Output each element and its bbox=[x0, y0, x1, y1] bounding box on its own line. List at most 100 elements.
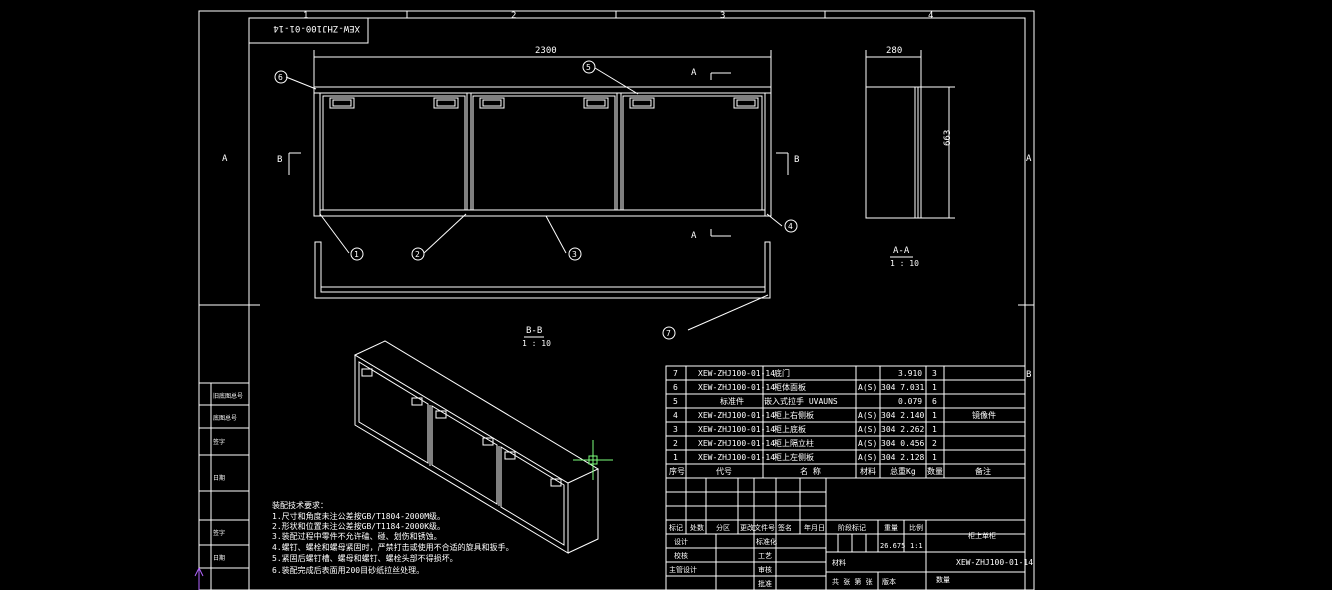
bom-cell-material: A(S) bbox=[858, 411, 877, 420]
section-marker-a-bottom: A bbox=[691, 231, 697, 241]
bom-cell-weight: 304 7.031 bbox=[881, 383, 925, 392]
bom-cell-name: 柜上底板 bbox=[774, 424, 806, 434]
section-aa-title: A-A bbox=[893, 246, 910, 256]
section-marker-b-right: B bbox=[794, 155, 799, 165]
zone-number-3: 3 bbox=[720, 11, 725, 21]
side-view-a-a[interactable] bbox=[865, 50, 955, 258]
bom-cell-no: 4 bbox=[673, 411, 678, 420]
front-view[interactable] bbox=[313, 86, 772, 217]
balloon-5-text: 5 bbox=[586, 63, 591, 72]
tb-standardize: 标准化 bbox=[756, 537, 777, 546]
tb-chief-design: 主管设计 bbox=[669, 565, 697, 574]
handle-icon bbox=[479, 97, 505, 109]
bom-cell-name: 柜上右侧板 bbox=[774, 410, 814, 420]
balloon-2 bbox=[411, 247, 425, 261]
left-strip-label: 日期 bbox=[213, 474, 225, 482]
bom-header-material: 材料 bbox=[860, 466, 876, 476]
handle-icon bbox=[435, 410, 447, 419]
leader-line bbox=[545, 215, 567, 254]
bom-cell-weight: 3.910 bbox=[898, 369, 922, 378]
balloon-6-text: 6 bbox=[278, 73, 283, 82]
tech-requirement-line: 3.装配过程中零件不允许磕、碰、划伤和锈蚀。 bbox=[272, 531, 442, 541]
bom-cell-weight: 304 2.262 bbox=[881, 425, 925, 434]
tech-requirement-line: 2.形状和位置未注公差按GB/T1184-2000K级。 bbox=[272, 521, 445, 531]
bom-cell-material: A(S) bbox=[858, 425, 877, 434]
bom-cell-weight: 304 2.140 bbox=[881, 411, 925, 420]
bom-cell-no: 6 bbox=[673, 383, 678, 392]
zone-number-1: 1 bbox=[303, 11, 308, 21]
bom-cell-material: A(S) bbox=[858, 453, 877, 462]
tb-design: 设计 bbox=[674, 537, 688, 546]
tb-check: 校核 bbox=[674, 551, 688, 560]
left-strip-label: 底图总号 bbox=[213, 414, 237, 422]
tb-zone: 分区 bbox=[716, 523, 730, 532]
bom-cell-code: XEW-ZHJ100-01-14- bbox=[698, 383, 780, 392]
tech-requirement-line: 4.螺钉、螺栓和螺母紧固时，严禁打击或使用不合适的旋具和扳手。 bbox=[272, 542, 514, 552]
zone-letter-a-left: A bbox=[222, 154, 228, 164]
crosshair-cursor-icon bbox=[573, 440, 613, 480]
bom-cell-weight: 304 0.456 bbox=[881, 439, 925, 448]
bom-cell-code: XEW-ZHJ100-01-14- bbox=[698, 411, 780, 420]
handle-icon bbox=[629, 97, 655, 109]
handle-icon bbox=[329, 97, 355, 109]
bom-cell-no: 5 bbox=[673, 397, 678, 406]
isometric-view[interactable] bbox=[353, 340, 600, 554]
tb-scale-value: 1:1 bbox=[910, 542, 923, 550]
bom-table: 7 XEW-ZHJ100-01-14- 底门 3.910 3 6 XEW-ZHJ… bbox=[669, 368, 996, 476]
tb-signature: 签名 bbox=[778, 523, 792, 532]
bom-cell-note: 镜像件 bbox=[972, 410, 996, 420]
leader-line bbox=[285, 76, 317, 90]
bom-cell-code: 标准件 bbox=[720, 396, 744, 406]
tb-scale-label: 比例 bbox=[909, 523, 923, 532]
leader-line bbox=[423, 213, 467, 254]
bom-header-name: 名 称 bbox=[800, 466, 821, 476]
tb-date: 年月日 bbox=[804, 523, 825, 532]
bom-cell-name: 柜体面板 bbox=[774, 382, 806, 392]
bom-cell-qty: 3 bbox=[932, 369, 937, 378]
bom-cell-qty: 1 bbox=[932, 411, 937, 420]
tb-weight-value: 26.675 bbox=[880, 542, 905, 550]
balloon-1 bbox=[350, 247, 364, 261]
leader-line bbox=[766, 213, 783, 227]
balloon-7 bbox=[662, 326, 676, 340]
handle-icon bbox=[361, 368, 373, 377]
bom-cell-qty: 1 bbox=[932, 425, 937, 434]
bom-cell-weight: 0.079 bbox=[898, 397, 922, 406]
tb-material-label: 材料 bbox=[832, 558, 846, 567]
left-strip-label: 旧底图总号 bbox=[213, 392, 243, 400]
tb-stage-mark: 阶段标记 bbox=[838, 523, 866, 532]
tb-process: 工艺 bbox=[758, 552, 772, 560]
section-aa-scale: 1 : 10 bbox=[890, 259, 919, 268]
tb-approve: 批准 bbox=[758, 579, 772, 588]
section-view-b-b[interactable] bbox=[314, 241, 771, 338]
handle-icon bbox=[733, 97, 759, 109]
tech-requirement-line: 5.紧固后螺钉槽、螺母和螺钉、螺栓头部不得损坏。 bbox=[272, 553, 458, 563]
left-strip-label: 日期 bbox=[213, 554, 225, 562]
tb-count: 处数 bbox=[690, 523, 704, 532]
tb-sheets: 共 张 第 张 bbox=[832, 577, 873, 586]
leader-line bbox=[594, 67, 639, 95]
bom-header-note: 备注 bbox=[975, 466, 991, 476]
tb-review: 审核 bbox=[758, 565, 772, 574]
leader-line bbox=[319, 213, 350, 254]
drawing-number-tag-text: XEW-ZHJ100-01-14 bbox=[273, 23, 360, 33]
bom-cell-code: XEW-ZHJ100-01-14- bbox=[698, 369, 780, 378]
handle-icon bbox=[550, 478, 562, 487]
tb-drawing-no: XEW-ZHJ100-01-14 bbox=[956, 558, 1033, 567]
tb-quantity-label: 数量 bbox=[936, 575, 950, 584]
tb-version: 版本 bbox=[882, 577, 896, 586]
sheet-inner-frame bbox=[248, 17, 1026, 590]
left-strip-label: 签字 bbox=[213, 529, 225, 537]
bom-header-code: 代号 bbox=[716, 466, 732, 476]
tb-mark: 标记 bbox=[669, 523, 683, 532]
tech-requirement-line: 1.尺寸和角度未注公差按GB/T1804-2000M级。 bbox=[272, 511, 445, 521]
drawing-number-tag bbox=[248, 17, 369, 44]
balloon-5 bbox=[582, 60, 596, 74]
bom-cell-qty: 1 bbox=[932, 453, 937, 462]
bom-cell-code: XEW-ZHJ100-01-14- bbox=[698, 425, 780, 434]
section-bb-scale: 1 : 10 bbox=[522, 339, 551, 348]
tb-change-doc: 更改文件号 bbox=[740, 523, 775, 532]
bom-cell-no: 2 bbox=[673, 439, 678, 448]
dimension-width-text: 2300 bbox=[535, 46, 557, 56]
